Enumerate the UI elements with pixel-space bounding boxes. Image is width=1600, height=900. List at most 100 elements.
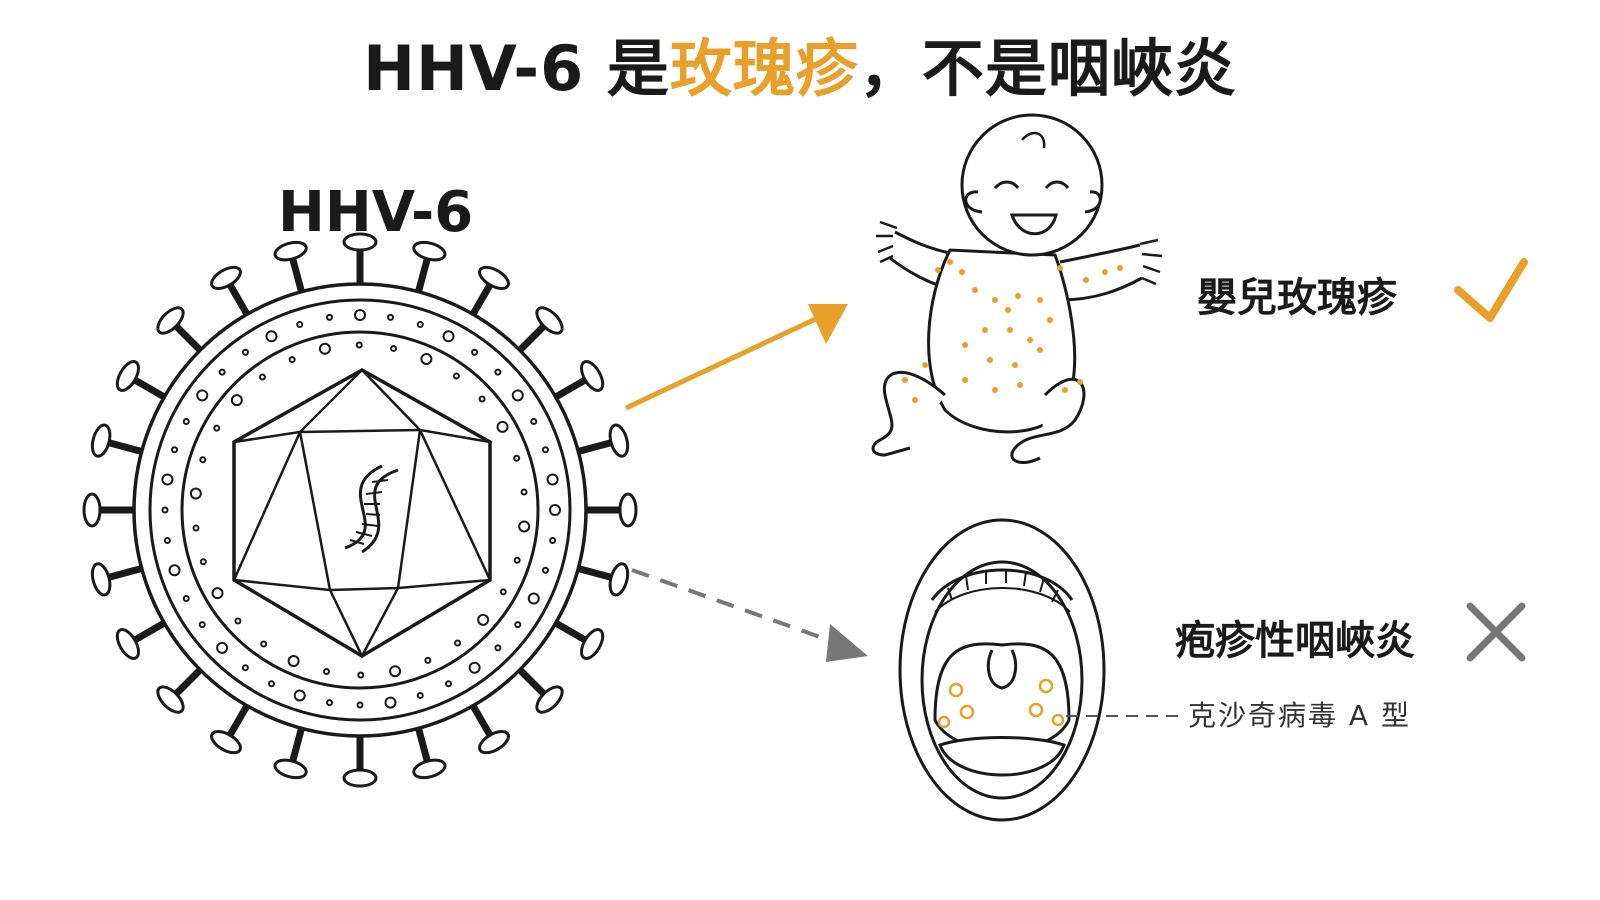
rash-dot [1007,327,1013,333]
virus-illustration [82,232,638,788]
envelope-dot [322,668,330,676]
envelope-dot [530,417,538,425]
spike [129,374,168,402]
virus-label: HHV-6 [278,180,474,245]
spike [129,618,168,646]
envelope-dot [390,344,398,352]
rash-dot [1117,265,1123,271]
spike-tip [82,492,102,528]
envelope-dot [420,352,433,365]
title-suffix: ，不是咽峽炎 [858,32,1237,105]
rash-dot [1037,297,1043,303]
spike-tip [273,758,308,780]
rash-dot [1005,307,1011,313]
spike [170,665,205,700]
rash-dot [1015,293,1021,299]
spike-tip [342,768,378,788]
envelope-dot [218,368,226,376]
envelope-dot [416,691,424,699]
rash-dot [962,377,968,383]
envelope-dot [161,506,169,514]
envelope-dot [387,313,395,321]
arrow-head-gray [826,624,868,662]
rash-dot [1083,277,1089,283]
envelope-dot [494,368,502,376]
envelope-dot [477,613,490,626]
envelope-dot [241,348,249,356]
spike-tip [580,628,605,660]
spike [104,564,145,582]
rash-dot [959,269,965,275]
spike-tip [478,265,510,290]
spike-tip [412,240,447,262]
title-highlight: 玫瑰疹 [669,32,859,105]
envelope-dot [192,524,200,532]
envelope-dot [267,680,275,688]
spike [515,665,550,700]
envelope-dot [468,661,481,674]
envelope-dot [354,309,366,321]
rash-dot [1047,317,1053,323]
rash-dot [1062,387,1068,393]
rash-dot [902,377,908,383]
envelope-dot [513,556,521,564]
envelope-dot [549,504,561,516]
spike-tip [115,360,140,392]
envelope-dot [541,446,549,454]
spike [414,725,432,766]
rash-dot [922,362,928,368]
envelope-dot [293,689,306,702]
envelope-dot [230,394,243,407]
envelope-dot [494,644,502,652]
envelope-dot [541,566,549,574]
spike [224,702,252,741]
rash-dot [972,287,978,293]
spike [468,702,496,741]
spike-tip [210,730,242,755]
envelope-dot [325,699,333,707]
envelope-dot [416,321,424,329]
dna-icon [344,464,399,554]
envelope-dot [389,665,402,678]
spike [170,320,205,355]
rash-dot [1077,379,1083,385]
spike-tip [273,240,308,262]
rash-dot [992,297,998,303]
envelope-dot [384,696,397,709]
spike [515,320,550,355]
envelope-dot [198,621,206,629]
envelope-dot [163,537,171,545]
envelope-dot [168,564,181,577]
envelope-dot [287,655,300,668]
spike [224,279,252,318]
mouth-illustration [898,518,1106,822]
spike-tip [115,628,140,660]
rash-dot [992,387,998,393]
envelope-dot [520,488,528,496]
spike [288,725,306,766]
spike-tip [90,423,112,458]
spike [552,374,591,402]
envelope-dot [355,341,363,349]
envelope-dot [296,321,304,329]
rash-dot [935,267,941,273]
rash-dot [1027,337,1033,343]
envelope-dot [213,424,221,432]
envelope-dot [496,420,509,433]
roseola-label: 嬰兒玫瑰疹 [1197,275,1397,321]
rash-dot [912,397,918,403]
envelope-dot [499,588,507,596]
rash-dots [902,259,1123,403]
herpangina-lesions [937,678,1065,729]
envelope-dot [325,313,333,321]
envelope-dot [216,641,229,654]
spike-tip [535,306,564,335]
envelope-dot [189,487,202,500]
arrow-head-orange [808,304,848,344]
page-title: HHV-6 是玫瑰疹，不是咽峽炎 [0,18,1600,108]
rash-dot [987,357,993,363]
spike [552,618,591,646]
envelope-dot [527,592,540,605]
spike [414,254,432,295]
